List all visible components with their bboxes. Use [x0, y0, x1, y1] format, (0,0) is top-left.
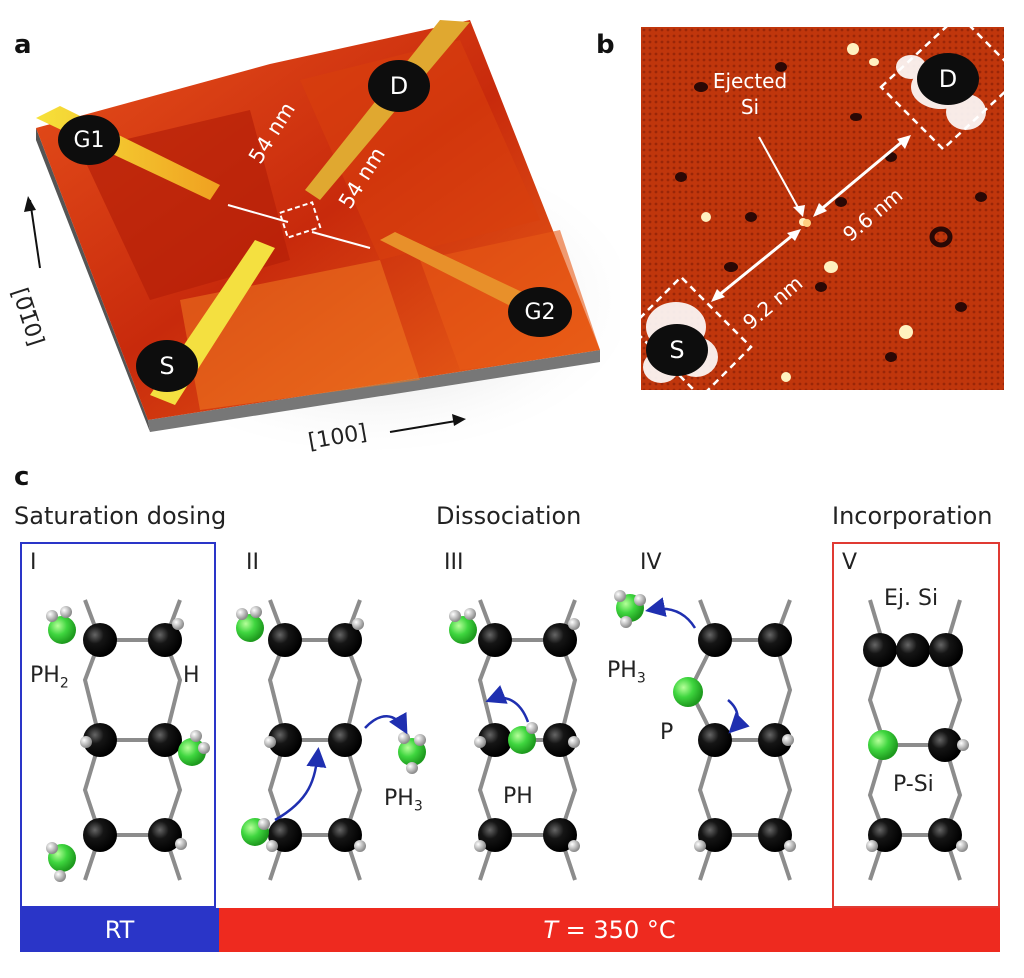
- stage-5-frame: [832, 542, 1000, 908]
- central-region-box: [278, 201, 322, 239]
- stage-label-5: V: [842, 550, 858, 575]
- arrow-iv-down: [727, 699, 750, 734]
- label-ph2-text: PH: [30, 663, 60, 688]
- reaction-stages-diagram: [46, 590, 969, 882]
- label-ph3-ii-sub: 3: [413, 798, 423, 815]
- label-ph3-iv-text: PH: [607, 658, 637, 683]
- ejected-si-atom: [803, 219, 811, 227]
- electrode-s-b: S: [646, 324, 708, 376]
- panel-a-letter: a: [14, 30, 32, 60]
- panel-a-stm-3d-image: [24, 20, 620, 450]
- electrode-g1: G1: [58, 115, 120, 165]
- heading-incorporation: Incorporation: [832, 502, 993, 530]
- rt-bar-label: RT: [104, 916, 135, 944]
- label-h: H: [183, 663, 200, 688]
- panel-c-letter: c: [14, 462, 30, 492]
- stage-label-3: III: [444, 550, 464, 575]
- arrow-iii: [485, 685, 530, 723]
- hot-bar-t-symbol: T: [543, 916, 559, 944]
- stage-1-frame: [20, 542, 216, 908]
- distance-arrow-top: [818, 139, 904, 213]
- label-p: P: [660, 720, 674, 745]
- label-ph3-iv-sub: 3: [636, 670, 646, 687]
- label-ph3-ii: PH3: [384, 786, 423, 814]
- label-ph2-sub: 2: [59, 675, 69, 692]
- hot-bar-t-value: = 350 °C: [558, 916, 676, 944]
- label-p-si: P-Si: [893, 772, 934, 797]
- ejected-si-label: Ejected Si: [700, 68, 800, 120]
- electrode-d-b: D: [917, 53, 979, 105]
- arrow-iv-up: [645, 597, 697, 629]
- label-ph-iii: PH: [503, 784, 533, 809]
- label-ph3-ii-text: PH: [384, 786, 414, 811]
- axis-y-arrow: [29, 199, 41, 269]
- distance-arrow-1: [227, 204, 289, 223]
- axis-x-arrow: [389, 419, 463, 433]
- ejected-si-pointer: [758, 136, 802, 214]
- ejected-si-label-line2: Si: [740, 95, 760, 119]
- electrode-d-a: D: [368, 60, 430, 112]
- heading-saturation-dosing: Saturation dosing: [14, 502, 227, 530]
- stage-label-1: I: [30, 550, 37, 575]
- drain-region-box: [879, 27, 1004, 151]
- arrow-ii-out: [364, 712, 408, 735]
- heading-dissociation: Dissociation: [436, 502, 582, 530]
- stage-label-2: II: [246, 550, 259, 575]
- distance-arrow-2: [311, 231, 371, 249]
- source-region-box: [641, 275, 753, 390]
- rt-bar: RT: [20, 908, 219, 952]
- label-ph3-iv: PH3: [607, 658, 646, 686]
- label-ph2: PH2: [30, 663, 69, 691]
- panel-b-letter: b: [596, 30, 615, 60]
- stage-label-4: IV: [640, 550, 662, 575]
- electrode-s-a: S: [136, 340, 198, 392]
- electrode-g2: G2: [508, 287, 572, 337]
- ejected-si-label-line1: Ejected: [712, 69, 788, 93]
- label-ej-si: Ej. Si: [884, 586, 939, 611]
- arrow-ii-up: [274, 747, 327, 822]
- distance-arrow-bottom: [718, 233, 794, 297]
- hot-bar: T = 350 °C: [219, 908, 1000, 952]
